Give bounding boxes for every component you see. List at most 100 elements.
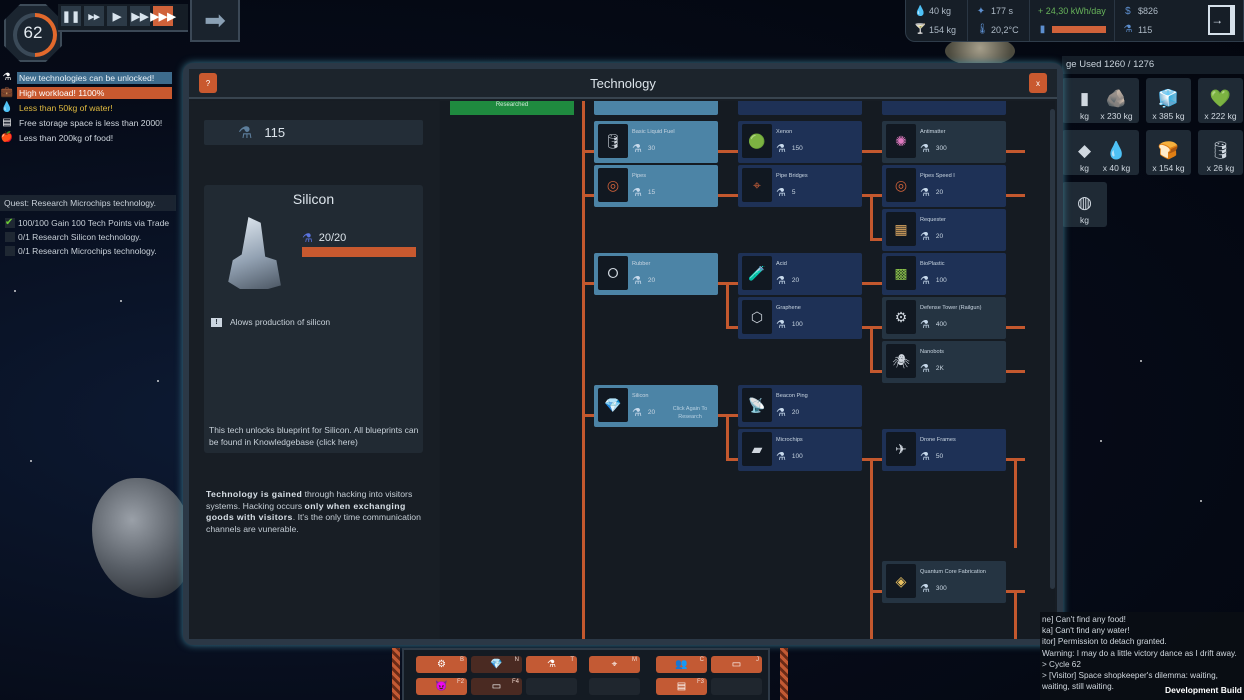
pipe-bridge-icon: ⌖: [742, 168, 772, 202]
researched-node[interactable]: Researched: [450, 101, 574, 115]
gear-icon: ⚙: [437, 659, 446, 670]
water-drop-icon: 💧: [914, 5, 927, 17]
quantum-core-icon: ◈: [886, 564, 916, 598]
demon-icon: 😈: [435, 681, 448, 692]
storage-slot[interactable]: 🍞x 154 kg: [1146, 130, 1191, 175]
tech-node-bioplastic[interactable]: ▩ BioPlastic⚗100: [882, 253, 1006, 295]
tech-node[interactable]: [738, 101, 862, 115]
tech-node-requester[interactable]: ▦ Requester⚗20: [882, 209, 1006, 251]
ore-icon: 🪨: [1105, 89, 1128, 108]
next-arrow-button[interactable]: ➡: [190, 0, 240, 42]
storage-icon: ▤: [2, 117, 12, 128]
notification-item[interactable]: ⚗New technologies can be unlocked!: [0, 70, 172, 85]
notification-item[interactable]: 💼High workload! 1100%: [0, 85, 172, 100]
technology-button[interactable]: ⚗T: [526, 656, 577, 673]
tree-connector: [582, 194, 594, 197]
resources-button[interactable]: 💎N: [471, 656, 522, 673]
development-build-label: Development Build: [1165, 684, 1242, 695]
exit-door-icon[interactable]: →: [1208, 5, 1235, 35]
notification-item[interactable]: 🍎Less than 200kg of food!: [0, 132, 114, 143]
threats-button[interactable]: 😈F2: [416, 678, 467, 695]
tree-connector: [870, 326, 873, 373]
tech-node-graphene[interactable]: ⬡ Graphene⚗100: [738, 297, 862, 339]
tree-connector: [726, 282, 729, 329]
clipboard-icon: ▤: [676, 681, 687, 692]
time-value: 177 s: [990, 6, 1013, 17]
empty-slot: [589, 678, 640, 695]
journal-button[interactable]: ▭J: [711, 656, 762, 673]
map-button[interactable]: ⌖M: [589, 656, 640, 673]
knowledgebase-link[interactable]: This tech unlocks blueprint for Silicon.…: [209, 425, 419, 447]
star: [1140, 360, 1142, 362]
battery-level-bar: [1052, 26, 1106, 34]
water-drop-icon: 💧: [1105, 141, 1128, 160]
storage-slot[interactable]: 🪨x 230 kg: [1094, 78, 1139, 123]
fastest-speed-button[interactable]: ▶▶▶: [150, 6, 176, 26]
tech-points-display: ⚗ 115: [204, 120, 423, 145]
notification-item[interactable]: ▤Free storage space is less than 2000!: [0, 115, 172, 130]
requester-icon: ▦: [886, 212, 916, 246]
tech-node-basic-liquid-fuel[interactable]: 🛢 Basic Liquid Fuel⚗30: [594, 121, 718, 163]
storage-button[interactable]: ▭F4: [471, 678, 522, 695]
tech-node-acid[interactable]: 🧪 Acid⚗20: [738, 253, 862, 295]
slow-speed-button[interactable]: ▸▸: [84, 6, 104, 26]
tech-tree[interactable]: Researched: [440, 101, 1055, 639]
tech-node-pipes-speed-1[interactable]: ◎ Pipes Speed I⚗20: [882, 165, 1006, 207]
pause-button[interactable]: ❚❚: [61, 6, 81, 26]
window-header: ? Technology x: [189, 69, 1057, 99]
tech-node-quantum-core-fabrication[interactable]: ◈ Quantum Core Fabrication⚗300: [882, 561, 1006, 603]
tech-node-pipe-bridges[interactable]: ⌖ Pipe Bridges⚗5: [738, 165, 862, 207]
help-button[interactable]: ?: [199, 73, 217, 93]
tech-node-antimatter[interactable]: ✺ Antimatter⚗300: [882, 121, 1006, 163]
build-button[interactable]: ⚙B: [416, 656, 467, 673]
tech-node-pipes[interactable]: ◎ Pipes⚗15: [594, 165, 718, 207]
tech-node[interactable]: [882, 101, 1006, 115]
log-line: Warning: I may do a little victory dance…: [1042, 648, 1237, 658]
flask-icon: ⚗: [920, 363, 930, 375]
cycle-counter: 62: [4, 4, 62, 62]
flask-icon: ⚗: [776, 187, 786, 199]
statistics-button[interactable]: ▤F3: [656, 678, 707, 695]
storage-slot[interactable]: 💚x 222 kg: [1198, 78, 1243, 123]
tech-node-microchips[interactable]: ▰ Microchips⚗100: [738, 429, 862, 471]
play-button[interactable]: ▶: [107, 6, 127, 26]
tech-node-drone-frames[interactable]: ✈ Drone Frames⚗50: [882, 429, 1006, 471]
quest-panel: Quest: Research Microchips technology. ✔…: [0, 195, 176, 258]
storage-slot[interactable]: 🛢x 26 kg: [1198, 130, 1243, 175]
flask-icon: ⚗: [776, 275, 786, 287]
tech-node-beacon-ping[interactable]: 📡 Beacon Ping⚗20: [738, 385, 862, 427]
quest-objective: 0/1 Research Microchips technology.: [0, 244, 176, 258]
research-progress: ⚗ 20/20: [302, 231, 346, 245]
quest-title[interactable]: Quest: Research Microchips technology.: [0, 195, 176, 211]
crew-icon: 👥: [675, 659, 688, 670]
storage-slot[interactable]: 🧊x 385 kg: [1146, 78, 1191, 123]
storage-slot[interactable]: 💧x 40 kg: [1094, 130, 1139, 175]
close-button[interactable]: x: [1029, 73, 1047, 93]
tree-connector: [1006, 150, 1026, 153]
crew-button[interactable]: 👥C: [656, 656, 707, 673]
storage-slot[interactable]: ◍kg: [1062, 182, 1107, 227]
tech-explanation: Technology is gained through hacking int…: [206, 489, 421, 535]
crosshair-icon: ⌖: [611, 659, 618, 670]
energy-rate: + 24,30 kWh/day: [1037, 6, 1106, 17]
log-line: > [Visitor] Space shopkeeper's dilemma: …: [1042, 671, 1218, 692]
fast-forward-button[interactable]: ▶▶: [130, 6, 150, 26]
technology-window: ? Technology x ⚗ 115 Silicon ⚗ 20/20 ! A…: [183, 63, 1063, 645]
quest-objective: ✔100/100 Gain 100 Tech Points via Trade: [5, 217, 170, 228]
nanobot-icon: 🕷: [886, 344, 916, 378]
tech-node-nanobots[interactable]: 🕷 Nanobots⚗2K: [882, 341, 1006, 383]
acid-bottle-icon: 🧪: [742, 256, 772, 290]
tech-node-defense-tower-railgun[interactable]: ⚙ Defense Tower (Railgun)⚗400: [882, 297, 1006, 339]
info-icon: !: [211, 317, 222, 327]
tech-node-xenon[interactable]: 🟢 Xenon⚗150: [738, 121, 862, 163]
temperature-value: 20,2°C: [990, 24, 1019, 35]
tech-node[interactable]: [594, 101, 718, 115]
checkbox-empty-icon: [5, 246, 15, 256]
tech-points-value: 115: [264, 125, 286, 140]
money-amount: $826: [1137, 6, 1158, 17]
notification-item[interactable]: 💧Less than 50kg of water!: [0, 102, 113, 113]
tech-node-rubber[interactable]: ⭘ Rubber⚗20: [594, 253, 718, 295]
tree-connector: [582, 101, 585, 639]
tree-scrollbar[interactable]: [1050, 109, 1055, 589]
